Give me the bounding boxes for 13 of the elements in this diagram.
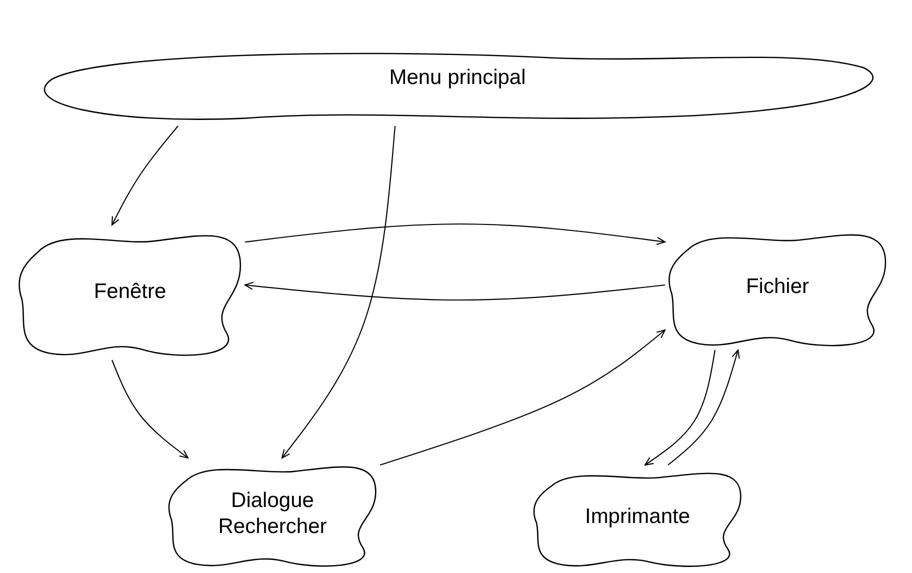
arrow (111, 360, 189, 459)
node-label: Fenêtre (94, 279, 166, 306)
arrow (244, 223, 666, 246)
node-label: Fichier (746, 274, 809, 300)
arrow (111, 126, 178, 226)
node-label: Menu principal (389, 64, 526, 91)
arrow (244, 282, 666, 301)
arrow (668, 349, 740, 466)
arrow (380, 329, 666, 466)
arrow (281, 126, 396, 459)
arrow (644, 350, 716, 466)
node-label: Imprimante (584, 504, 690, 530)
node-label: Dialogue Rechercher (217, 488, 328, 540)
